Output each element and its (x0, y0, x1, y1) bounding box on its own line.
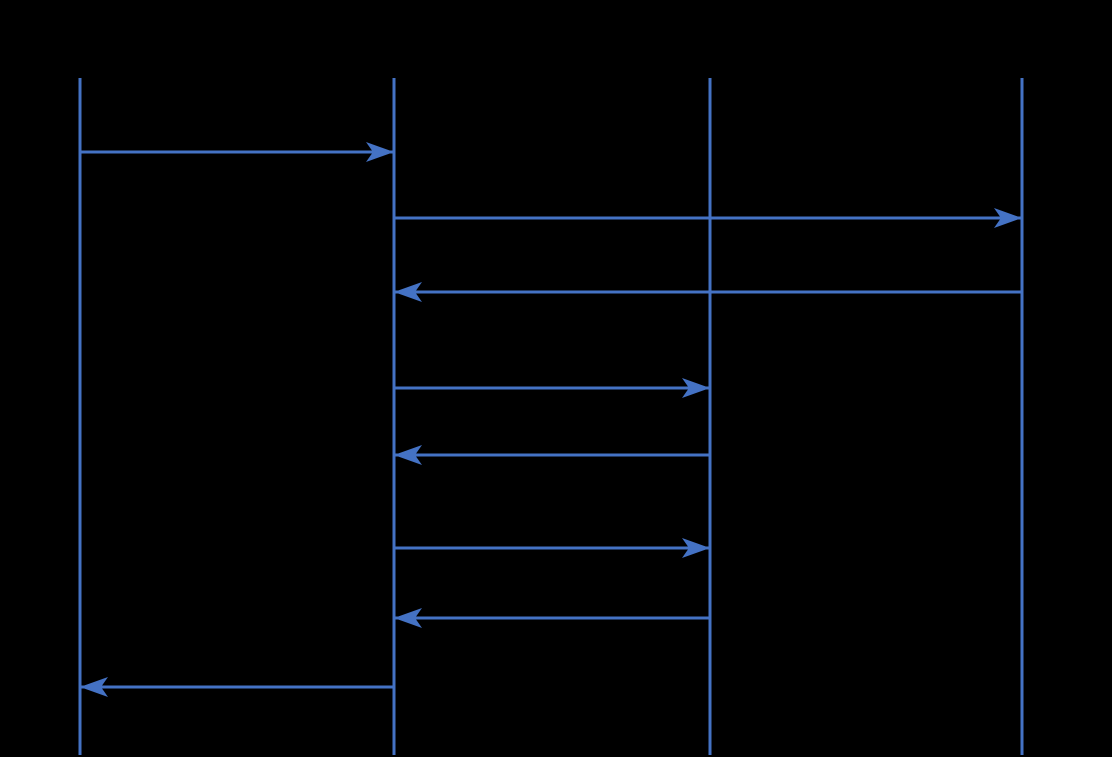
message-4-arrowhead-icon (682, 378, 710, 398)
message-8-arrowhead-icon (80, 677, 108, 697)
message-7-arrowhead-icon (394, 608, 422, 628)
message-2-arrowhead-icon (994, 208, 1022, 228)
message-6-arrowhead-icon (682, 538, 710, 558)
message-1-arrowhead-icon (366, 142, 394, 162)
message-3-arrowhead-icon (394, 282, 422, 302)
message-5-arrowhead-icon (394, 445, 422, 465)
